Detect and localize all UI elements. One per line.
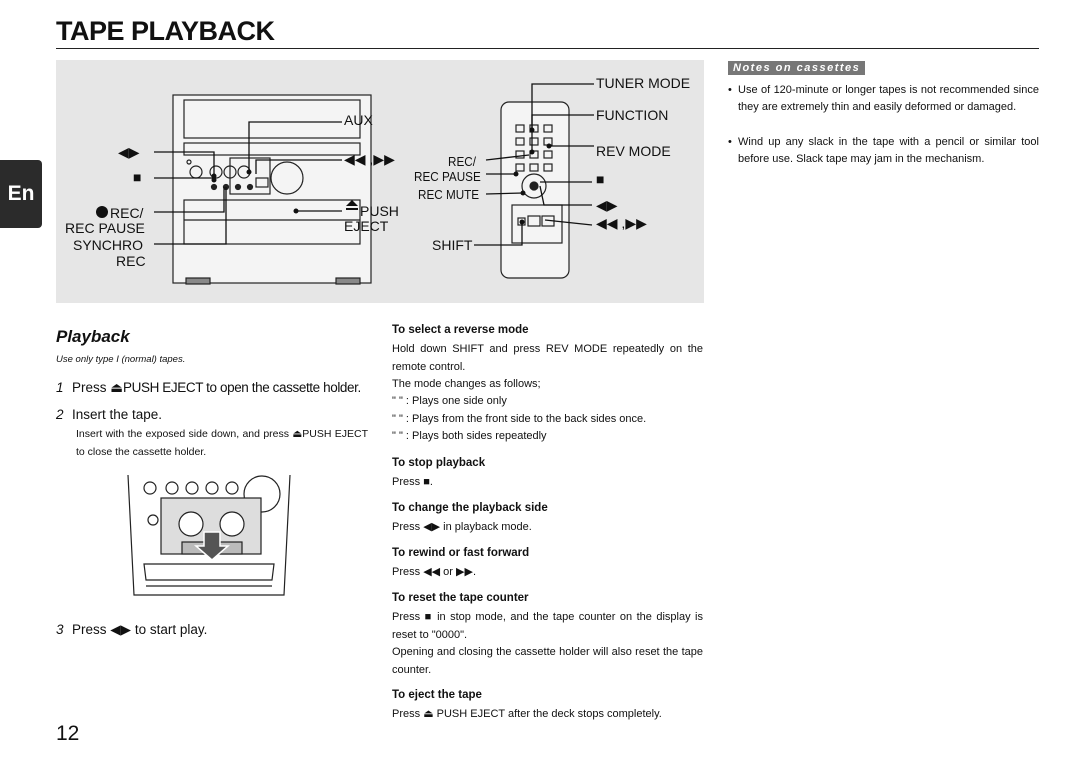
change-pre: Press xyxy=(392,521,421,533)
diagram-label-remote-rec-pause: REC PAUSE xyxy=(414,169,481,184)
diagram-label-rec: REC/ xyxy=(110,205,144,221)
playback-heading: Playback xyxy=(56,327,130,346)
diagram-label-remote-rec: REC/ xyxy=(448,154,476,169)
step-text: to start play. xyxy=(134,622,208,637)
diagram-label-play: ◀▶ xyxy=(118,144,140,160)
remote-drawing xyxy=(500,101,570,279)
diagram-label-tuner-mode: TUNER MODE xyxy=(596,75,691,91)
step-text: Press xyxy=(72,622,107,637)
step-text: Press xyxy=(72,380,107,395)
step-text: Insert the tape. xyxy=(72,407,163,422)
step-3: 3 Press ◀▶ to start play. xyxy=(56,622,207,638)
diagram-label-eject: EJECT xyxy=(344,218,389,234)
note-item: •Wind up any slack in the tape with a pe… xyxy=(728,134,1039,168)
unit-diagram: ◀▶ ■ REC/ REC PAUSE SYNCHRO REC AUX ◀◀ ,… xyxy=(56,60,704,303)
reset-counter-heading: To reset the tape counter xyxy=(392,592,529,604)
stop-text-label: Press xyxy=(392,476,421,488)
reset-counter-text-2: Opening and closing the cassette holder … xyxy=(392,646,703,676)
diagram-label-remote-stop: ■ xyxy=(596,171,605,187)
play-reverse-icon: ◀▶ xyxy=(423,521,441,533)
stop-text: Press ■. xyxy=(392,476,433,488)
diagram-label-stop: ■ xyxy=(133,169,142,185)
rewind-icon: ◀◀ xyxy=(423,566,441,578)
change-post: in playback mode. xyxy=(443,521,532,533)
rec-dot-icon xyxy=(96,206,108,218)
step-number: 1 xyxy=(56,380,64,395)
label-leaders xyxy=(154,83,594,246)
step-text: PUSH EJECT to open the cassette holder. xyxy=(123,380,361,395)
cassette-insertion-illustration xyxy=(127,474,291,596)
note-text: Use of 120-minute or longer tapes is not… xyxy=(738,84,1039,113)
eject-post: PUSH EJECT after the deck stops complete… xyxy=(436,708,662,720)
page-number: 12 xyxy=(56,722,80,745)
diagram-label-shift: SHIFT xyxy=(432,237,473,253)
reset-post: in stop mode, and the tape counter on th… xyxy=(392,611,703,641)
stop-heading: To stop playback xyxy=(392,457,486,469)
diagram-label-synchro-rec: REC xyxy=(116,253,146,269)
eject-icon: ⏏ xyxy=(292,428,303,440)
rewind-pre: Press xyxy=(392,566,421,578)
diagram-label-synchro: SYNCHRO xyxy=(73,237,144,253)
page-title: TAPE PLAYBACK xyxy=(56,16,275,46)
reverse-mode-text: Hold down SHIFT and press REV MODE repea… xyxy=(392,343,703,373)
detail-text: Insert with the exposed side down, and p… xyxy=(76,428,289,440)
main-unit-drawing xyxy=(172,94,372,285)
eject-text: Press ⏏ PUSH EJECT after the deck stops … xyxy=(392,706,703,724)
title-divider xyxy=(56,48,1039,49)
diagram-label-rec-pause: REC PAUSE xyxy=(65,220,145,236)
note-text: Wind up any slack in the tape with a pen… xyxy=(738,136,1039,165)
detail-text: PUSH EJECT to close the cassette holder. xyxy=(76,428,369,458)
step-1: 1 Press ⏏PUSH EJECT to open the cassette … xyxy=(56,380,361,396)
rewind-text: Press ◀◀ or ▶▶. xyxy=(392,566,476,578)
change-side-text: Press ◀▶ in playback mode. xyxy=(392,519,703,537)
stop-icon: ■ xyxy=(424,611,433,623)
mode-repeat: " " : Plays both sides repeatedly xyxy=(392,430,547,442)
diagram-label-rec-mute: REC MUTE xyxy=(418,187,480,202)
reset-counter-text: Press ■ in stop mode, and the tape count… xyxy=(392,609,703,644)
tape-type-note: Use only type I (normal) tapes. xyxy=(56,354,186,365)
stereo-and-remote-illustration xyxy=(96,83,594,285)
eject-icon: ⏏ xyxy=(110,380,124,395)
mode-change-text: The mode changes as follows; xyxy=(392,378,541,390)
language-tab: En xyxy=(0,160,42,228)
step-number: 3 xyxy=(56,622,64,637)
leader-dots xyxy=(211,127,552,225)
reverse-mode-heading: To select a reverse mode xyxy=(392,324,529,336)
diagram-label-aux: AUX xyxy=(344,112,373,128)
eject-heading: To eject the tape xyxy=(392,689,482,701)
play-reverse-icon: ◀▶ xyxy=(110,622,132,637)
mode-one-side: " " : Plays one side only xyxy=(392,395,507,407)
rewind-heading: To rewind or fast forward xyxy=(392,547,530,559)
note-item: •Use of 120-minute or longer tapes is no… xyxy=(728,82,1039,116)
diagram-label-rev-mode: REV MODE xyxy=(596,143,671,159)
diagram-label-remote-rew-ff: ◀◀ ,▶▶ xyxy=(596,215,647,231)
fast-forward-icon: ▶▶ xyxy=(456,566,473,578)
rewind-mid: or xyxy=(443,566,453,578)
diagram-label-function: FUNCTION xyxy=(596,107,669,123)
eject-icon: ⏏ xyxy=(423,708,434,720)
stop-icon: ■ xyxy=(423,476,430,488)
reset-pre: Press xyxy=(392,611,421,623)
change-side-heading: To change the playback side xyxy=(392,502,548,514)
diagram-label-remote-play: ◀▶ xyxy=(596,197,618,213)
diagram-label-rew-ff: ◀◀ ,▶▶ xyxy=(344,151,395,167)
mode-front-to-back: " " : Plays from the front side to the b… xyxy=(392,413,647,425)
notes-heading: Notes on cassettes xyxy=(728,61,866,75)
step-2-detail: Insert with the exposed side down, and p… xyxy=(76,425,368,461)
eject-triangle-icon xyxy=(346,200,358,206)
eject-pre: Press xyxy=(392,708,421,720)
diagram-label-push: PUSH xyxy=(360,203,399,219)
step-2: 2 Insert the tape. xyxy=(56,407,162,422)
step-number: 2 xyxy=(56,407,64,422)
